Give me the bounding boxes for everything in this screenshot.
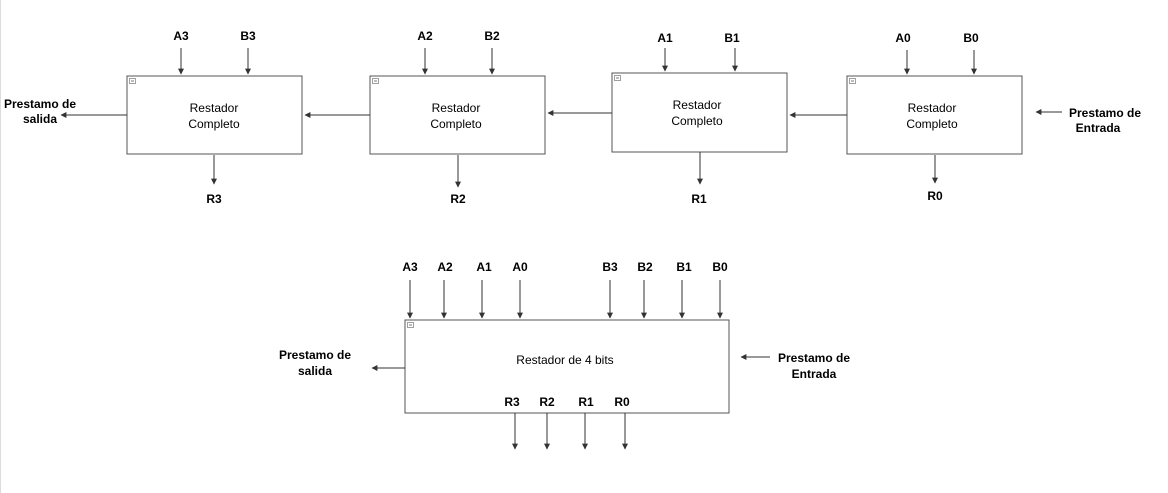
borrow-in-label-line2: Entrada [1076, 121, 1121, 135]
full-subtractor-stage-0: Restador Completo A0 B0 R0 [846, 31, 1023, 203]
block-label-line1: Restador [432, 101, 481, 115]
input-label-b: B2 [484, 29, 500, 43]
input-label-b: B3 [240, 29, 256, 43]
borrow-out-label-line2: salida [23, 112, 57, 126]
input-label-a2: A2 [437, 260, 453, 274]
full-subtractor-box[interactable] [369, 75, 546, 155]
input-label-b3: B3 [602, 260, 618, 274]
block-label-line2: Completo [906, 117, 958, 131]
output-label-r1: R1 [578, 395, 594, 409]
full-subtractor-stage-2: Restador Completo A2 B2 R2 [369, 29, 546, 206]
block-label-line2: Completo [671, 114, 723, 128]
block-label-line1: Restador [190, 101, 239, 115]
block-title: Restador de 4 bits [516, 353, 613, 367]
borrow-out-label-line1: Prestamo de [279, 348, 351, 362]
block-label-line1: Restador [673, 98, 722, 112]
output-label-r: R2 [450, 192, 466, 206]
input-label-a: A2 [417, 29, 433, 43]
input-label-b: B0 [963, 31, 979, 45]
output-label-r: R1 [691, 192, 707, 206]
full-subtractor-box[interactable] [126, 75, 303, 155]
full-subtractor-box[interactable] [846, 75, 1023, 155]
borrow-out-label-line1: Prestamo de [4, 97, 76, 111]
input-label-b1: B1 [676, 260, 692, 274]
output-label-r: R3 [206, 192, 222, 206]
output-label-r0: R0 [614, 395, 630, 409]
four-bit-subtractor-box[interactable] [404, 319, 730, 414]
input-label-a: A3 [173, 29, 189, 43]
block-label-line2: Completo [430, 117, 482, 131]
four-bit-subtractor: Restador de 4 bits A3 A2 A1 A0 B3 B2 B1 … [371, 260, 770, 450]
block-label-line1: Restador [908, 101, 957, 115]
borrow-in-label-line2: Entrada [792, 367, 837, 381]
borrow-in-label-line1: Prestamo de [1069, 106, 1141, 120]
full-subtractor-stage-3: Restador Completo A3 B3 R3 [126, 29, 303, 206]
input-label-b0: B0 [712, 260, 728, 274]
borrow-in-label-line1: Prestamo de [778, 351, 850, 365]
full-subtractor-stage-1: Restador Completo A1 B1 R1 [611, 31, 788, 206]
input-label-a: A0 [895, 31, 911, 45]
input-label-b2: B2 [637, 260, 653, 274]
input-label-b: B1 [724, 31, 740, 45]
input-label-a: A1 [657, 31, 673, 45]
input-label-a1: A1 [476, 260, 492, 274]
input-label-a3: A3 [402, 260, 418, 274]
output-label-r: R0 [927, 189, 943, 203]
output-label-r3: R3 [504, 395, 520, 409]
block-label-line2: Completo [188, 117, 240, 131]
output-label-r2: R2 [539, 395, 555, 409]
full-subtractor-box[interactable] [611, 72, 788, 153]
borrow-out-label-line2: salida [298, 364, 332, 378]
input-label-a0: A0 [512, 260, 528, 274]
